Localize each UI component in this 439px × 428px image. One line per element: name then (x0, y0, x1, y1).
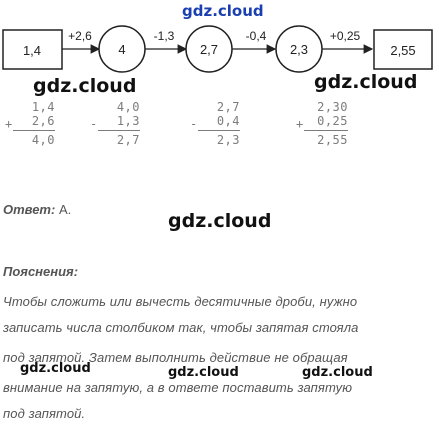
calc-operand-a: 1,4 (31, 100, 55, 114)
column-calculation-1: 1,4 +2,6 4,0 (5, 100, 55, 147)
watermark-large-3: gdz.cloud (168, 210, 272, 232)
chain-op-2: -1,3 (154, 29, 175, 43)
operation-chain: 1,4 +2,6 4 -1,3 2,7 -0,4 2,3 +0,25 2,55 (2, 25, 433, 73)
explanation-line-4: внимание на запятую, а в ответе поставит… (3, 380, 353, 395)
explanation-line-2: записать числа столбиком так, чтобы запя… (3, 320, 359, 335)
watermark-small-3: gdz.cloud (302, 365, 373, 380)
calc-rule (198, 130, 240, 131)
calc-result: 2,3 (216, 133, 240, 147)
chain-op-1: +2,6 (68, 29, 92, 43)
calc-result: 2,7 (116, 133, 140, 147)
calc-operand-b: 1,3 (116, 114, 140, 128)
calc-sign: + (5, 117, 13, 131)
calc-operand-a: 2,30 (317, 100, 348, 114)
calc-rule (98, 130, 140, 131)
calc-rule (304, 130, 348, 131)
explanation-line-3: под запятой. Затем выполнить действие не… (3, 350, 348, 365)
explanation-line-5: под запятой. (3, 406, 86, 421)
calc-result: 4,0 (31, 133, 55, 147)
chain-start-value: 1,4 (23, 43, 41, 58)
chain-result-3: 2,3 (290, 42, 308, 57)
watermark-small-2: gdz.cloud (168, 365, 239, 380)
chain-end-value: 2,55 (390, 43, 415, 58)
chain-end-box (373, 29, 433, 70)
column-calculation-3: 2,7 - 0,4 2,3 (190, 100, 240, 147)
calc-operand-b: 2,6 (31, 114, 55, 128)
answer-line: Ответ: А. (3, 202, 71, 217)
watermark-top: gdz.cloud (182, 2, 264, 20)
chain-op-3: -0,4 (246, 29, 267, 43)
explanation-heading: Пояснения: (3, 264, 79, 279)
watermark-large-1: gdz.cloud (33, 75, 137, 97)
column-calculation-2: 4,0 - 1,3 2,7 (90, 100, 140, 147)
chain-result-1: 4 (118, 42, 125, 57)
calc-sign: + (296, 117, 304, 131)
calc-sign: - (190, 117, 198, 131)
explanation-line-1: Чтобы сложить или вычесть десятичные дро… (3, 294, 358, 309)
calc-rule (13, 130, 55, 131)
calc-sign: - (90, 117, 98, 131)
calc-operand-a: 4,0 (116, 100, 140, 114)
watermark-small-1: gdz.cloud (20, 361, 91, 376)
column-calculation-4: 2,30 +0,25 2,55 (296, 100, 348, 147)
watermark-large-2: gdz.cloud (314, 71, 418, 93)
chain-result-2: 2,7 (200, 42, 218, 57)
calc-operand-a: 2,7 (216, 100, 240, 114)
answer-label: Ответ: (3, 202, 56, 217)
calc-operand-b: 0,25 (317, 114, 348, 128)
chain-op-4: +0,25 (330, 29, 361, 43)
calc-operand-b: 0,4 (216, 114, 240, 128)
answer-value: А. (58, 202, 72, 217)
calc-result: 2,55 (317, 133, 348, 147)
